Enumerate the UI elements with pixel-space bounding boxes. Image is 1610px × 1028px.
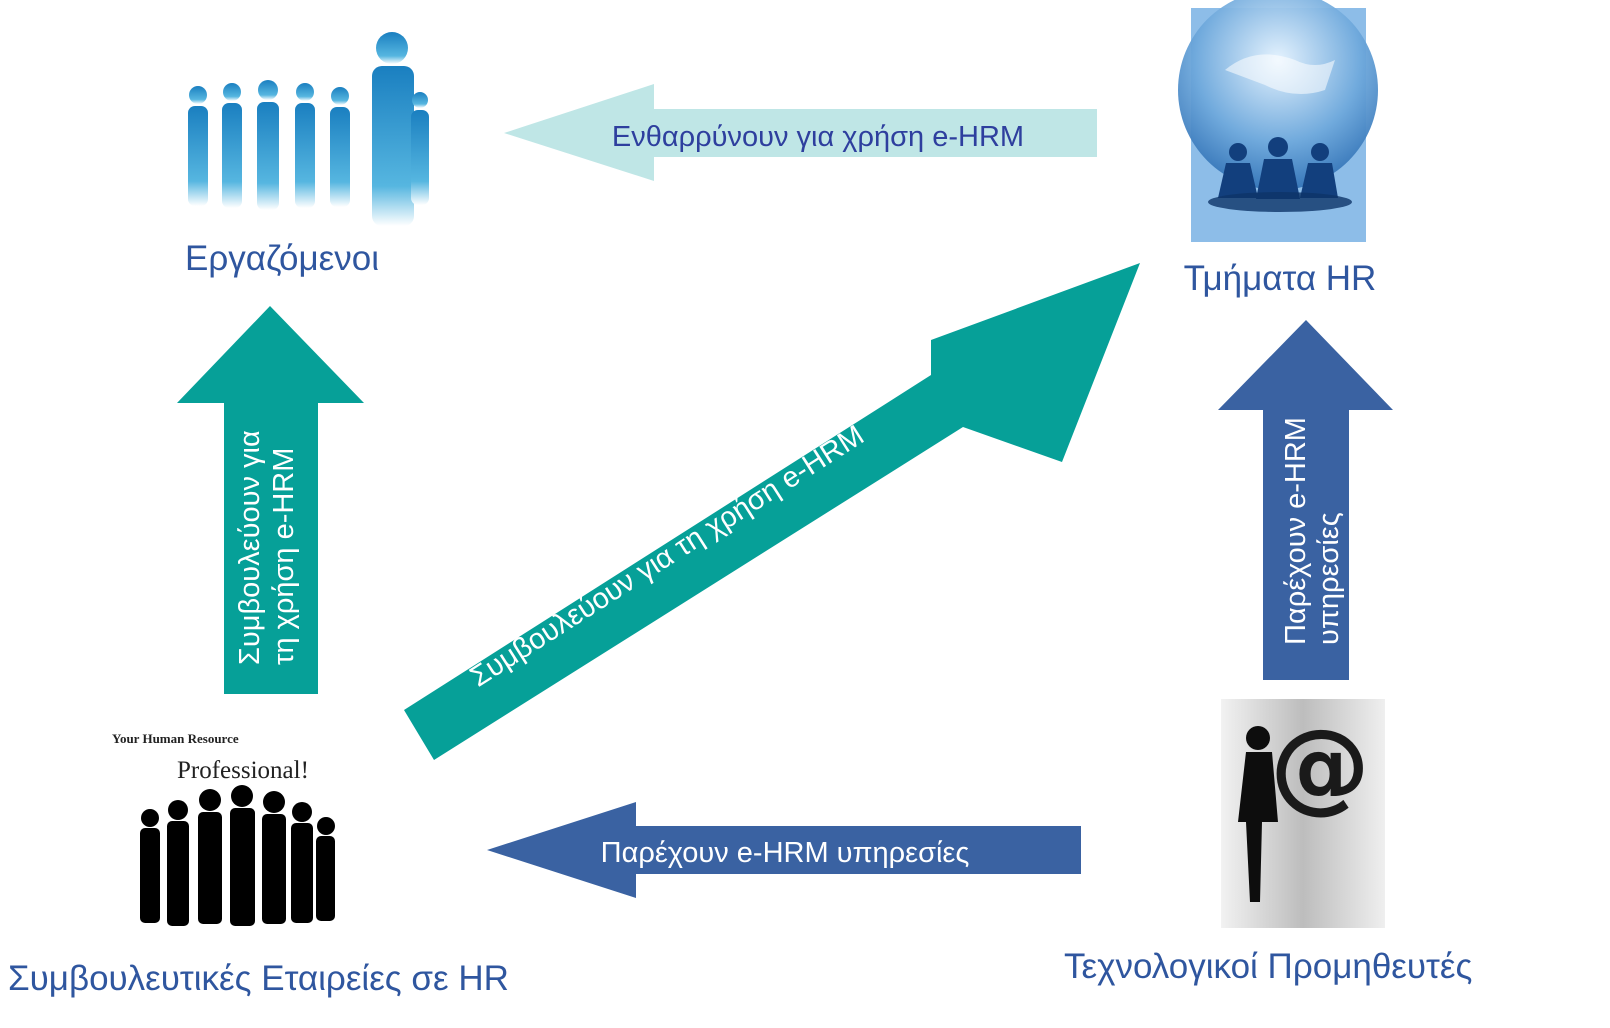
arrow-vendors-to-hr: Παρέχουν e-HRM υπηρεσίες bbox=[1218, 320, 1393, 680]
hr-departments-label: Τμήματα HR bbox=[1184, 259, 1377, 298]
arrow-vendors-to-hr-line2: υπηρεσίες bbox=[1313, 512, 1345, 645]
arrow-vendors-to-consulting: Παρέχουν e-HRM υπηρεσίες bbox=[487, 802, 1081, 898]
arrow-vendors-to-consulting-label: Παρέχουν e-HRM υπηρεσίες bbox=[601, 837, 970, 869]
arrow-consulting-to-hr: Συμβουλεύουν για τη χρήση e-HRM bbox=[404, 263, 1140, 760]
arrow-hr-to-employees: Ενθαρρύνουν για χρήση e-HRM bbox=[504, 84, 1097, 181]
employees-image bbox=[188, 32, 429, 226]
consulting-firms-image: Your Human Resource Professional! bbox=[112, 731, 335, 926]
arrow-consulting-to-employees: Συμβουλεύουν για τη χρήση e-HRM bbox=[177, 306, 364, 694]
consulting-firms-label: Συμβουλευτικές Εταιρείες σε HR bbox=[8, 959, 509, 998]
arrow-consulting-to-employees-line1: Συμβουλεύουν για bbox=[234, 430, 266, 665]
employees-label: Εργαζόμενοι bbox=[185, 239, 379, 278]
tech-vendors-image: @ bbox=[1221, 699, 1385, 928]
hr-departments-image bbox=[1178, 0, 1378, 242]
arrow-consulting-to-hr-label: Συμβουλεύουν για τη χρήση e-HRM bbox=[465, 419, 870, 693]
consulting-logo-line2: Professional! bbox=[177, 757, 309, 784]
arrow-consulting-to-employees-line2: τη χρήση e-HRM bbox=[268, 448, 300, 665]
tech-vendors-label: Τεχνολογικοί Προμηθευτές bbox=[1064, 947, 1472, 986]
arrow-vendors-to-hr-line1: Παρέχουν e-HRM bbox=[1280, 417, 1312, 645]
at-sign-icon: @ bbox=[1270, 707, 1370, 824]
arrow-hr-to-employees-label: Ενθαρρύνουν για χρήση e-HRM bbox=[612, 121, 1024, 153]
consulting-logo-line1: Your Human Resource bbox=[112, 731, 239, 746]
